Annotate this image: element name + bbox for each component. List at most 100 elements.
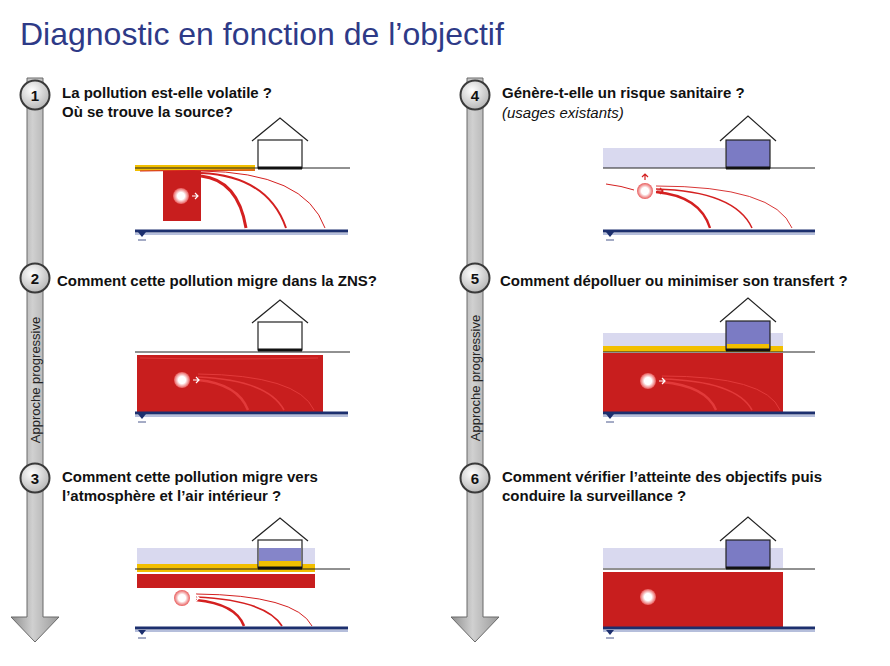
house-part bbox=[726, 140, 770, 168]
water-table bbox=[603, 416, 815, 417]
migration-curves-part bbox=[656, 192, 710, 228]
arrow-outline bbox=[11, 78, 59, 642]
house-part bbox=[258, 540, 302, 568]
question-text: Comment cette pollution migre vers l’atm… bbox=[62, 467, 352, 505]
house-part bbox=[258, 140, 302, 168]
pollutant-source bbox=[174, 372, 190, 388]
pollutant-source bbox=[640, 373, 656, 389]
migration-curves-part bbox=[201, 176, 246, 228]
ground-line bbox=[603, 168, 815, 169]
question-text: Comment vérifier l’atteinte des objectif… bbox=[502, 467, 857, 505]
panel-4-part bbox=[606, 232, 614, 240]
ground-line bbox=[603, 352, 815, 353]
panel-1-part bbox=[138, 232, 146, 240]
migration-curves-part bbox=[140, 170, 255, 171]
water-table bbox=[135, 230, 348, 233]
flow-arrow bbox=[193, 377, 199, 383]
flow-arrow bbox=[659, 378, 665, 384]
migration-curves-part bbox=[662, 382, 716, 410]
house bbox=[720, 517, 776, 568]
migration-curves-part bbox=[140, 358, 318, 359]
step-number: 2 bbox=[19, 262, 51, 294]
migration-curves-part bbox=[198, 374, 314, 410]
step-number-circle: 3 bbox=[19, 462, 51, 494]
panel-6 bbox=[603, 517, 815, 638]
house-part bbox=[252, 118, 308, 141]
water-table bbox=[135, 631, 348, 632]
arrow-label: Approche progressive bbox=[28, 317, 43, 443]
ground-line bbox=[135, 352, 350, 353]
ground-line bbox=[135, 168, 350, 169]
flow-arrow bbox=[193, 595, 199, 601]
arrow-outline bbox=[451, 78, 499, 642]
migration-curves bbox=[662, 376, 780, 410]
polluted-zone bbox=[603, 572, 783, 628]
house bbox=[720, 116, 776, 168]
migration-curves-part bbox=[606, 184, 634, 190]
step-number-circle: 2 bbox=[19, 262, 51, 294]
house-part bbox=[720, 116, 776, 141]
polluted-zone bbox=[137, 355, 323, 412]
migration-curves bbox=[196, 594, 312, 626]
panel-3 bbox=[135, 518, 350, 638]
ground-line bbox=[135, 569, 350, 570]
house-part bbox=[252, 300, 308, 323]
water-table bbox=[603, 412, 815, 415]
house-part bbox=[258, 349, 302, 352]
note: (usages existants) bbox=[502, 103, 624, 122]
step-number: 4 bbox=[459, 79, 491, 111]
panel-2-part bbox=[138, 414, 146, 422]
progress-arrow: Approche progressive 4 5 6 bbox=[450, 78, 500, 643]
step-number: 1 bbox=[19, 79, 51, 111]
panel-5-part bbox=[606, 414, 614, 422]
ground-line bbox=[603, 569, 815, 570]
pollutant-source bbox=[637, 183, 653, 199]
step-number-circle: 4 bbox=[459, 79, 491, 111]
water-table bbox=[603, 627, 815, 630]
step-number: 3 bbox=[19, 462, 51, 494]
migration-curves-part bbox=[656, 186, 792, 228]
migration-curves-part bbox=[662, 376, 780, 410]
water-table bbox=[603, 230, 815, 233]
panel-5 bbox=[603, 298, 815, 422]
house-part bbox=[258, 167, 302, 170]
step-number: 5 bbox=[459, 262, 491, 294]
migration-curves bbox=[140, 358, 318, 410]
panel-2 bbox=[135, 300, 350, 422]
migration-curves-part bbox=[198, 380, 248, 410]
house-part bbox=[259, 561, 301, 567]
flow-arrow bbox=[657, 188, 663, 194]
house-part bbox=[252, 518, 308, 541]
house-part bbox=[259, 548, 301, 561]
step-number-circle: 1 bbox=[19, 79, 51, 111]
house-part bbox=[726, 167, 770, 170]
water-table bbox=[135, 412, 348, 415]
pollutant-source bbox=[174, 590, 190, 606]
house bbox=[252, 118, 308, 168]
polluted-zone bbox=[603, 353, 783, 412]
flow-arrow bbox=[192, 193, 198, 199]
pollutant-source bbox=[173, 188, 189, 204]
migration-curves-part bbox=[656, 189, 752, 228]
house-part bbox=[720, 298, 776, 322]
progress-arrow: Approche progressive 1 2 3 bbox=[10, 78, 60, 643]
water-table bbox=[135, 234, 348, 235]
arrow-label: Approche progressive bbox=[468, 315, 483, 441]
house-part bbox=[727, 344, 769, 349]
migration-curves-part bbox=[196, 594, 312, 626]
step-number-circle: 5 bbox=[459, 262, 491, 294]
step-number-circle: 6 bbox=[459, 462, 491, 494]
question-text: Comment cette pollution migre dans la ZN… bbox=[57, 271, 377, 290]
house-part bbox=[726, 321, 770, 350]
water-table bbox=[603, 234, 815, 235]
migration-curves-part bbox=[201, 171, 325, 228]
house bbox=[252, 300, 308, 350]
migration-curves bbox=[606, 184, 792, 228]
panel-3-part bbox=[138, 630, 146, 638]
panel-6-part bbox=[606, 630, 614, 638]
house bbox=[720, 298, 776, 350]
house-part bbox=[726, 540, 770, 568]
polluted-zone bbox=[137, 574, 315, 588]
house-part bbox=[726, 567, 770, 570]
